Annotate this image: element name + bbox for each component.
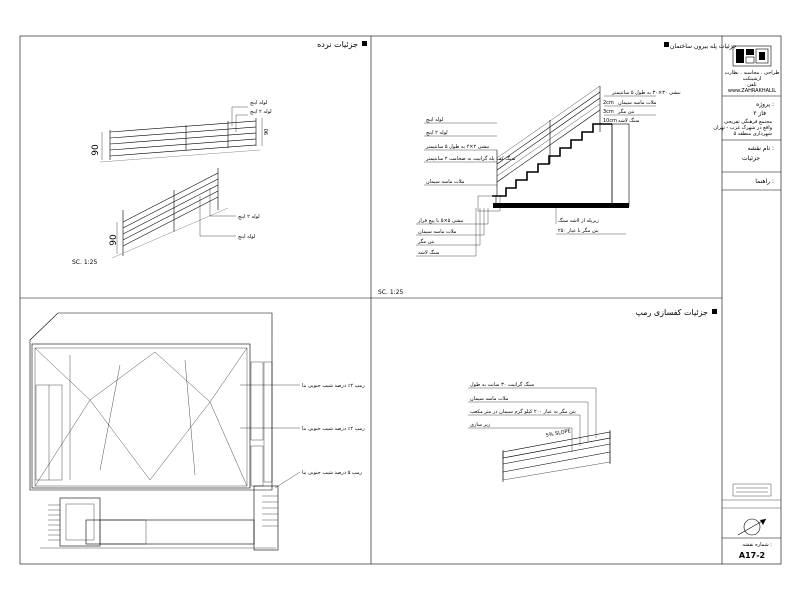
stair-foundation [493,203,629,208]
company-logo-icon [732,45,772,67]
ramp-title: جزئیات کفسازی رمپ [635,308,708,317]
plan-label-ramp-1: رمپ ۲٪ درصد شیب جنوبی بنا [302,383,365,389]
stair-label-bottom-2: ملات ماسه سیمان [418,229,457,235]
railing-title: جزئیات نرده [317,40,358,49]
svg-text:90: 90 [264,129,270,135]
plan-label-ramp-3: رمپ ۵ درصد شیب جنوبی بنا [302,470,363,476]
sheet-name-label: نام نقشه : [748,145,774,152]
stair-label-top-2: ملات ماسه سیمان [618,100,657,106]
panel-marker-icon [362,41,367,46]
railing-label-4: لوله اینچ [238,234,256,240]
ramp-label-2: ملات ماسه سیمان [470,396,509,402]
railing-label-3: لوله ۲ اینچ [238,214,260,220]
stair-label-bottom-4: سنگ لاشه [418,249,439,256]
small-logo-icon [732,483,772,497]
ramp-label-3: بتن مگر به عیار ۲۰۰ کیلو گرم سیمان در مت… [470,408,576,415]
guide-label: راهنما : [755,178,774,185]
sheet-border [19,35,782,565]
tread-dim-3: 10cm [603,118,617,124]
ramp-slope: 5% SLOPE [545,428,571,439]
stair-label-bottom-3: بتن مگر [417,238,435,245]
ramp-label-4: زیر سازی [470,422,491,428]
company-line-1: طراحی . محاسبه . نظارت [725,70,780,76]
railing-label-2: لوله ۲ اینچ [250,109,272,115]
stair-label-right-2: بتن مگر با عیار ۲۵۰ [558,227,599,234]
stair-label-left-2: لوله ۲ اینچ [426,130,448,136]
stair-label-left-5: ملات ماسه سیمان [426,179,465,185]
tread-dim-1: 2cm [603,100,614,106]
stair-label-top-1: نبشی ۳۰×۳۰ به طول ۵ سانتیمتر [611,90,681,96]
project-desc-1: مجتمع فرهنگی تفریحی [724,118,772,125]
tread-dim-2: 3cm [603,109,614,115]
ramp-detail-panel: جزئیات کفسازی رمپ 5% SLOPE سنگ گرانیت ۳۰… [468,308,717,482]
sheet-name-value: جزئیات [742,155,760,162]
stair-label-left-1: لوله اینچ [426,117,444,123]
railing-label-1: لوله اینچ [250,100,268,106]
sheet-number-label: شماره نقشه : [742,542,772,548]
stair-label-left-3: نبشی ۲×۲ به طول ۵ سانتیمتر [425,144,489,150]
project-desc-3: شهرداری منطقه ۵ [733,131,772,137]
stair-wall [611,123,630,207]
sheet-number: A17-2 [739,551,765,560]
stair-label-bottom-1: نبشی ۵×۵ با پیچ فرار [417,218,463,224]
railing-scale: SC. 1:25 [72,259,97,266]
stair-title: جزئیات پله بیرون ساختمان [670,43,737,50]
project-phase: فاز ۲ [753,110,766,117]
site-plan-panel: رمپ ۲٪ درصد شیب جنوبی بنا رمپ ۲٪ درصد شی… [29,312,365,551]
stair-detail-panel: جزئیات پله بیرون ساختمان لوله اینچ لوله … [378,42,737,296]
ramp-label-1: سنگ گرانیت ۳۰ سانت به طول [470,381,534,388]
lower-height-dim: 90 [109,234,119,246]
project-label: پروژه : [756,101,774,108]
stair-scale: SC. 1:25 [378,289,403,296]
panel-marker-icon [712,309,717,314]
stair-label-right-1: زیرپله از لاشه سنگ [558,217,599,224]
lower-railing: 90 [109,168,229,259]
project-desc-2: واقع در شهرک غرب - تهران [713,124,772,131]
plan-label-ramp-2: رمپ ۲٪ درصد شیب جنوبی بنا [302,426,365,432]
company-line-3: تلفن [747,82,757,88]
panel-marker-icon [664,42,669,47]
stair-label-top-4: سنگ لاشه [618,117,639,124]
company-line-2: ارشیتکت [743,76,762,82]
north-arrow-icon [737,518,767,536]
stair-label-left-4: سنگ کف پله گرانیت به ضخامت ۲ سانتیمتر [425,155,516,162]
plan-hatch-area [31,343,251,489]
company-id: www.ZAHRAKHALIL [728,88,776,94]
upper-railing: 90 90 [91,118,270,163]
railing-detail-panel: جزئیات نرده 90 90 [72,40,367,266]
title-block: طراحی . محاسبه . نظارت ارشیتکت تلفن www.… [713,45,781,560]
stair-label-top-3: بتن مگر [617,108,635,115]
upper-height-dim: 90 [91,144,101,156]
